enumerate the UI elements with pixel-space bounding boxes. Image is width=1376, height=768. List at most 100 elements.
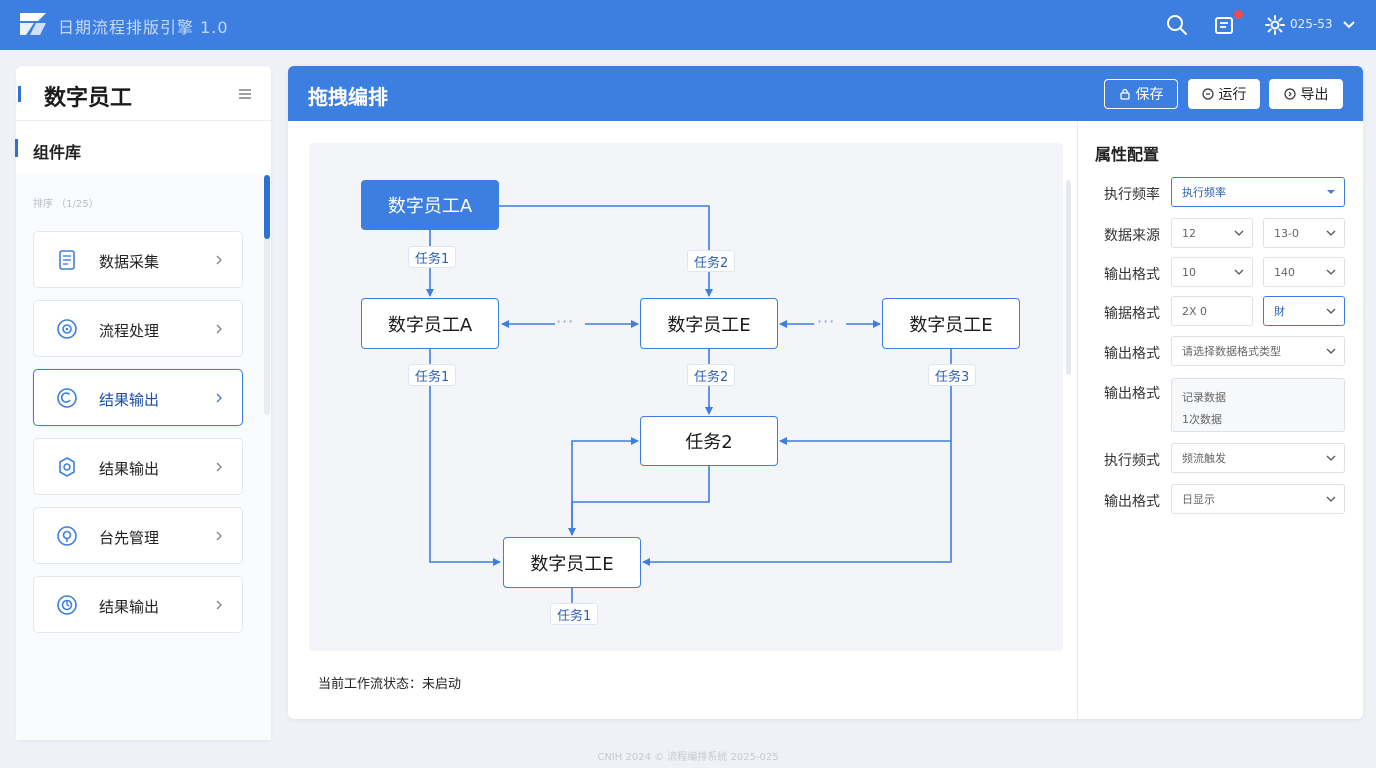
workflow-status: 当前工作流状态：未启动 — [318, 677, 462, 692]
app-title: 日期流程排版引擎 1.0 — [58, 18, 229, 37]
trigger-select[interactable]: 频流触发 — [1171, 443, 1345, 473]
textarea-line: 记录数据 — [1182, 391, 1226, 404]
lock-icon — [1119, 88, 1130, 100]
format-select-b[interactable]: 140 — [1263, 257, 1345, 287]
export-icon — [1283, 88, 1296, 100]
chevron-right-icon — [216, 600, 222, 610]
node-employee-e-center[interactable]: 数字员工E — [640, 298, 778, 349]
chevron-right-icon — [216, 255, 222, 265]
chevron-down-icon — [1234, 230, 1244, 236]
top-bar — [0, 0, 1376, 50]
notification-icon[interactable] — [1212, 13, 1236, 37]
clock-icon — [57, 526, 77, 546]
component-item-process[interactable]: 流程处理 — [33, 300, 243, 357]
gear-box-icon — [59, 457, 75, 477]
prop-label: 执行频率 — [1104, 187, 1160, 203]
edge-tag: 任务1 — [550, 603, 599, 625]
chevron-down-icon — [1234, 269, 1244, 275]
component-item-manage[interactable]: 台先管理 — [33, 507, 243, 564]
chevron-down-icon — [1326, 455, 1336, 461]
connector-dots: ··· — [556, 312, 575, 331]
select-value: 日显示 — [1182, 493, 1215, 506]
scrollbar[interactable] — [264, 175, 270, 415]
main-header — [288, 66, 1363, 121]
edge-tag: 任务1 — [408, 246, 457, 268]
component-item-data-collect[interactable]: 数据采集 — [33, 231, 243, 288]
export-button[interactable]: 导出 — [1269, 79, 1343, 109]
select-value: 140 — [1274, 265, 1295, 279]
select-value: 频流触发 — [1182, 452, 1226, 465]
format-select-a[interactable]: 10 — [1171, 257, 1253, 287]
properties-title: 属性配置 — [1095, 145, 1160, 164]
footer-text: CNIH 2024 © 流程编排系统 2025-025 — [597, 752, 779, 763]
component-item-output-2[interactable]: 结果输出 — [33, 438, 243, 495]
prop-label: 输据格式 — [1104, 306, 1160, 322]
notification-badge — [1233, 9, 1244, 20]
select-value: 请选择数据格式类型 — [1182, 345, 1281, 358]
run-button[interactable]: 运行 — [1188, 79, 1260, 109]
edge-tag: 任务2 — [687, 250, 736, 272]
component-label: 数据采集 — [99, 253, 160, 271]
connector-dots: ··· — [817, 312, 836, 331]
gear-icon[interactable] — [1263, 13, 1287, 37]
select-value: 执行频率 — [1182, 186, 1226, 199]
prop-label: 数据来源 — [1104, 228, 1160, 244]
edge-tag: 任务2 — [687, 364, 736, 386]
node-employee-a[interactable]: 数字员工A — [361, 298, 499, 349]
component-item-output-3[interactable]: 结果输出 — [33, 576, 243, 633]
divider — [16, 120, 271, 121]
prop-label: 输出格式 — [1104, 386, 1160, 402]
input-value: 2X 0 — [1182, 304, 1208, 318]
user-label[interactable]: 025-53 — [1290, 17, 1333, 31]
edge-tag: 任务1 — [408, 364, 457, 386]
sync-icon — [57, 595, 77, 615]
chevron-down-icon — [1326, 230, 1336, 236]
canvas-scrollbar[interactable] — [1066, 180, 1071, 375]
node-employee-a-top[interactable]: 数字员工A — [361, 180, 499, 230]
prop-label: 执行频式 — [1104, 453, 1160, 469]
library-title: 组件库 — [33, 143, 82, 162]
frequency-select[interactable]: 执行频率 — [1171, 177, 1345, 207]
scrollbar-thumb[interactable] — [264, 175, 270, 239]
save-button[interactable]: 保存 — [1104, 79, 1178, 109]
sidebar-title: 数字员工 — [44, 86, 133, 111]
select-value: 13-0 — [1274, 226, 1299, 240]
prop-label: 输出格式 — [1104, 267, 1160, 283]
node-task-2[interactable]: 任务2 — [640, 416, 778, 466]
select-value: 10 — [1182, 265, 1196, 279]
select-value: 財 — [1274, 305, 1285, 318]
source-select-b[interactable]: 13-0 — [1263, 218, 1345, 248]
component-label: 结果输出 — [99, 391, 160, 409]
page-title: 拖拽编排 — [308, 85, 388, 109]
select-value: 12 — [1182, 226, 1196, 240]
save-label: 保存 — [1135, 87, 1164, 103]
target-icon — [57, 319, 77, 339]
output-format-select[interactable]: 请选择数据格式类型 — [1171, 336, 1345, 366]
refresh-icon — [57, 388, 77, 408]
library-accent — [15, 139, 18, 157]
prop-label: 输出格式 — [1104, 494, 1160, 510]
chevron-down-icon — [1326, 308, 1336, 314]
run-label: 运行 — [1218, 87, 1247, 103]
component-label: 结果输出 — [99, 460, 160, 478]
format-select-c[interactable]: 財 — [1263, 296, 1345, 326]
component-label: 流程处理 — [99, 322, 160, 340]
panel-divider — [1077, 121, 1078, 719]
output-textarea[interactable]: 记录数据 1次数据 — [1171, 378, 1345, 432]
search-icon[interactable] — [1165, 13, 1189, 37]
chevron-down-icon — [1326, 496, 1336, 502]
menu-icon[interactable] — [238, 87, 252, 101]
chevron-right-icon — [216, 393, 222, 403]
component-item-output-active[interactable]: 结果输出 — [33, 369, 243, 426]
chevron-down-icon[interactable] — [1342, 19, 1356, 31]
display-select[interactable]: 日显示 — [1171, 484, 1345, 514]
title-accent — [18, 86, 21, 102]
node-employee-e-right[interactable]: 数字员工E — [882, 298, 1020, 349]
logo-icon — [20, 13, 46, 35]
chevron-right-icon — [216, 462, 222, 472]
node-employee-e-bottom[interactable]: 数字员工E — [503, 537, 641, 588]
document-icon — [59, 250, 75, 270]
format-input-a[interactable]: 2X 0 — [1171, 296, 1253, 326]
source-select-a[interactable]: 12 — [1171, 218, 1253, 248]
sort-hint[interactable]: 排序 （1/25） — [33, 199, 99, 210]
